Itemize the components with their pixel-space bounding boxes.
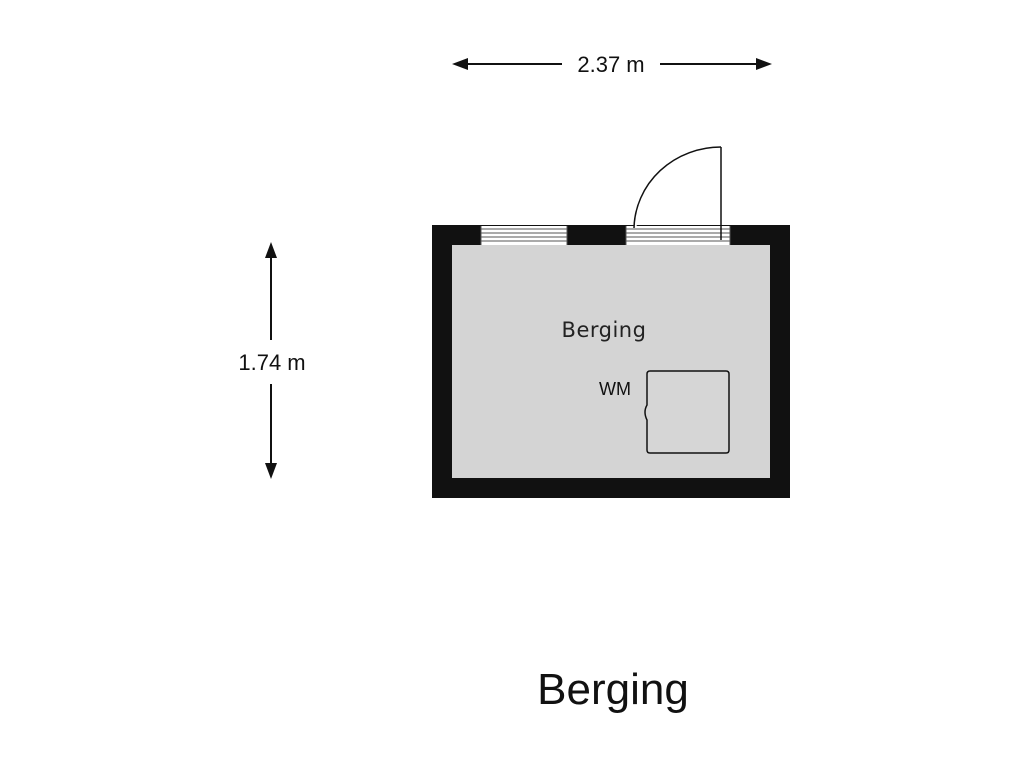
washing-machine-icon (644, 370, 730, 454)
arrow-left-icon (452, 58, 468, 70)
room-walls (432, 225, 790, 498)
room-name: Berging (562, 318, 647, 342)
door-swing (633, 146, 722, 240)
window-right (625, 226, 731, 245)
height-dimension: 1.74 m (238, 242, 306, 479)
arrow-right-icon (756, 58, 772, 70)
washing-machine: WM (599, 370, 730, 454)
width-dimension: 2.37 m (452, 52, 772, 77)
washing-machine-label: WM (599, 379, 631, 399)
window-left (480, 226, 568, 245)
height-label: 1.74 m (238, 350, 305, 375)
width-label: 2.37 m (577, 52, 644, 77)
arrow-down-icon (265, 463, 277, 479)
plan-title: Berging (537, 665, 689, 714)
arrow-up-icon (265, 242, 277, 258)
